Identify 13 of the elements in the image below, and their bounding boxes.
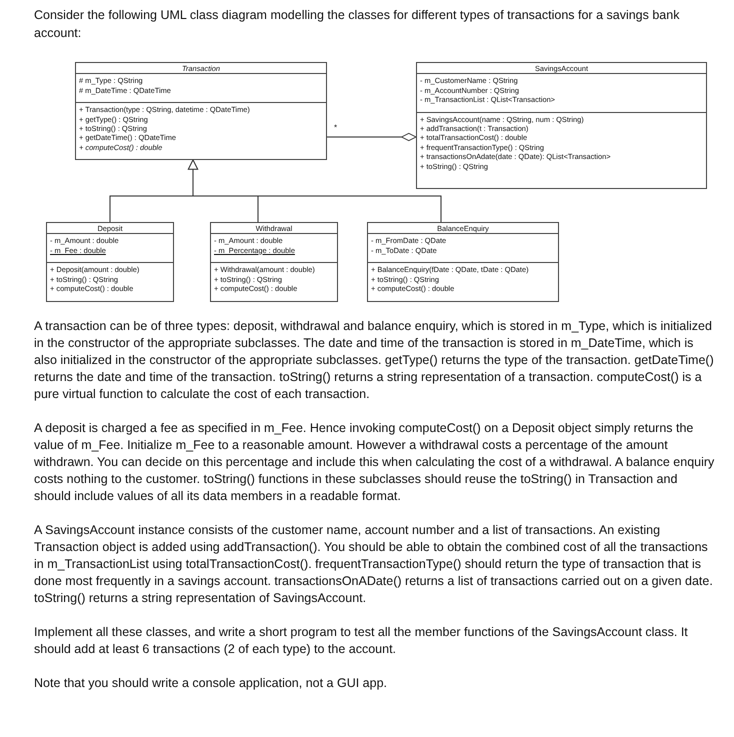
class-box [75,62,327,160]
paragraph-text: A transaction can be of three types: deposit, withdrawal and balance enquiry, which is stored in m_Type, which is initialized in the constructor of the appropriate subclasses. The date and time of the transaction is stored in m_DateTime, which is also initialized in the constructor of the appropriate subclasses. getType() returns the type of the transaction. getDateTime() returns the date and time of the transaction. toString() returns a string representation of a transaction. computeCost() is a pure virtual function to calculate the cost of each transaction. [34,318,715,403]
intro-text: Consider the following UML class diagram modelling the classes for different types of transactions for a savings bank account: [34,7,680,42]
class-box [367,222,559,302]
aggregation-connector [326,132,416,142]
paragraph-text: Note that you should write a console application, not a GUI app. [34,675,388,692]
inheritance-arrow [188,160,442,222]
class-box [210,222,338,302]
paragraph-text: Implement all these classes, and write a short program to test all the member functions of the SavingsAccount class. It should add at least 6 transactions (2 of each type) to the account. [34,624,689,658]
class-box [416,62,707,189]
paragraph-text: A SavingsAccount instance consists of the customer name, account number and a list of transactions. An existing Transaction object is added using addTransaction(). You should be able to obtain the combined cost of all the transactions in m_TransactionList using totalTransactionCost(). frequentTransactionType() should return the type of transaction that is done most frequently in a savings account. transactionsOnADate() returns a list of transactions carried out on a given date. toString() returns a string representation of SavingsAccount. [34,522,714,607]
class-box [46,222,174,302]
paragraph-text: A deposit is charged a fee as specified in m_Fee. Hence invoking computeCost() on a Deposit object simply returns the value of m_Fee. Initialize m_Fee to a reasonable amount. However a withdrawal costs a percentage of the amount withdrawn. You can decide on this percentage and include this when calculating the cost of a withdrawal. A balance enquiry costs nothing to the customer. toString() functions in these subclasses should reuse the toString() in Transaction and should include values of all its data members in a readable format. [34,420,716,505]
